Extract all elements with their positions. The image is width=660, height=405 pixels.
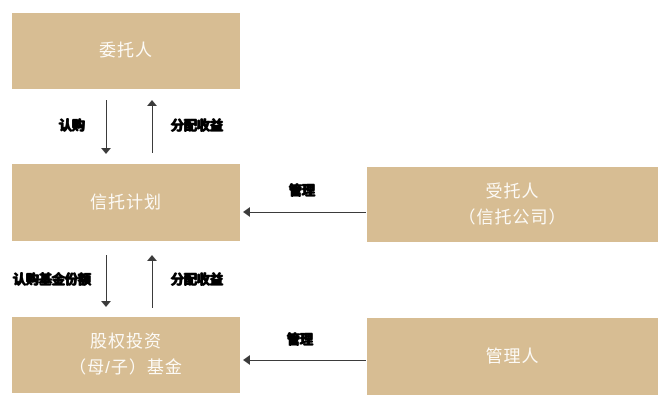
node-manager-label: 管理人 bbox=[485, 346, 540, 366]
node-manager: 管理人 bbox=[367, 318, 658, 395]
node-trust-plan: 信托计划 bbox=[12, 164, 240, 241]
arrow-line-income-top bbox=[152, 106, 153, 153]
edge-label-manage-fund: 管理 bbox=[286, 332, 313, 347]
node-principal: 委托人 bbox=[12, 13, 240, 89]
edge-label-manage-trust: 管理 bbox=[288, 183, 315, 198]
arrow-down-icon bbox=[101, 148, 111, 154]
edge-label-distribute-income-top: 分配收益 bbox=[170, 118, 223, 133]
node-trust-plan-label: 信托计划 bbox=[90, 192, 162, 212]
arrow-left-icon bbox=[243, 355, 250, 365]
arrow-line-subscribe bbox=[106, 100, 107, 148]
arrow-line-manage-fund bbox=[250, 360, 366, 361]
edge-label-distribute-income-bottom: 分配收益 bbox=[170, 272, 223, 287]
arrow-line-manage-trust bbox=[250, 212, 366, 213]
arrow-up-icon bbox=[147, 100, 157, 106]
node-principal-label: 委托人 bbox=[99, 41, 153, 60]
edge-label-subscribe-fund-shares: 认购基金份额 bbox=[12, 272, 91, 287]
node-fund-label-line1: 股权投资 bbox=[90, 332, 162, 351]
arrow-line-subscribe-shares bbox=[106, 255, 107, 301]
node-trustee-label-line2: （信托公司） bbox=[458, 207, 567, 227]
arrow-line-income-bottom bbox=[152, 261, 153, 308]
node-fund: 股权投资 （母/子）基金 bbox=[12, 317, 240, 393]
edge-label-subscribe: 认购 bbox=[58, 118, 85, 133]
arrow-left-icon bbox=[243, 207, 250, 217]
node-fund-label-line2: （母/子）基金 bbox=[69, 358, 183, 377]
node-trustee: 受托人 （信托公司） bbox=[367, 167, 658, 242]
arrow-down-icon bbox=[101, 301, 111, 307]
node-trustee-label-line1: 受托人 bbox=[485, 181, 540, 201]
arrow-up-icon bbox=[147, 255, 157, 261]
